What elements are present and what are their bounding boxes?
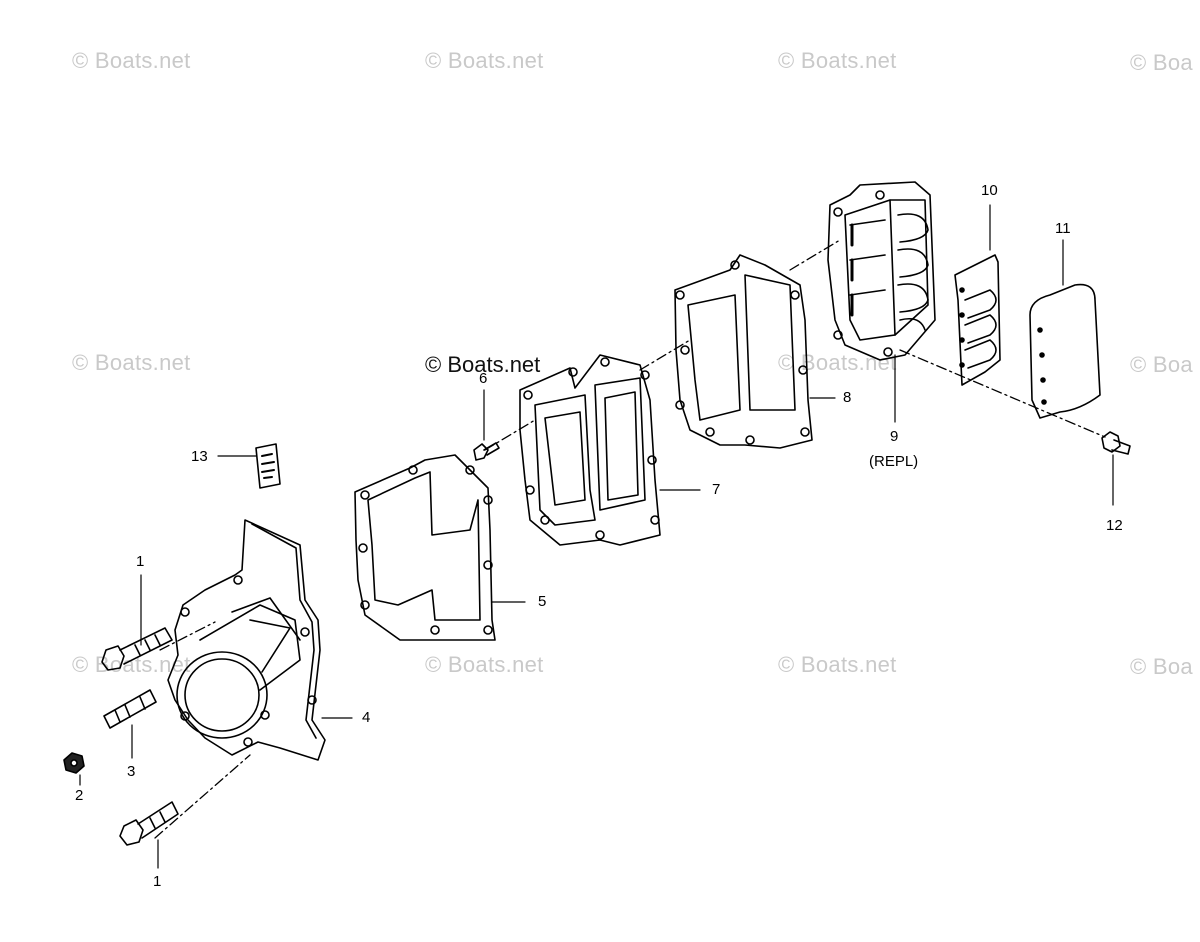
watermark: © Boats.net [778,652,897,677]
bolt-part-1-lower [119,801,179,846]
callout-2: 2 [75,787,84,804]
gasket-part-8 [674,254,813,449]
watermark: © Boa [1130,654,1193,679]
reed-stop-part-11 [1029,283,1101,419]
reed-block-part-9 [827,181,936,361]
callout-8: 8 [843,389,852,406]
assembly-axis [154,239,1106,839]
watermark: © Boats.net [778,350,897,375]
reed-plate-part-7 [519,354,661,546]
nut-part-2 [63,752,85,774]
watermark: © Boa [1130,352,1193,377]
screw-part-12 [1101,431,1131,455]
watermark-dark: © Boats.net [425,352,541,377]
callout-9: 9 [890,428,899,445]
reed-petal-part-10 [954,254,1001,386]
watermark: © Boats.net [778,48,897,73]
decal-part-13 [255,443,281,489]
callout-1-lower: 1 [153,873,162,890]
callout-10: 10 [981,182,998,199]
gasket-part-5 [354,454,496,641]
stud-part-3 [103,689,157,729]
callout-3: 3 [127,763,136,780]
callout-11: 11 [1055,220,1071,237]
callout-6: 6 [479,370,488,387]
leader-lines [79,204,1114,869]
bolt-part-1-upper [101,627,173,671]
watermark: © Boats.net [72,48,191,73]
callout-13: 13 [191,448,208,465]
callout-4: 4 [362,709,371,726]
callout-7: 7 [712,481,721,498]
adaptor-plate-part-4 [167,519,326,761]
screw-part-6 [473,442,500,461]
watermark: © Boats.net [425,48,544,73]
callout-9-note: (REPL) [869,453,919,470]
callout-5: 5 [538,593,547,610]
callout-1-upper: 1 [136,553,145,570]
watermark: © Boats.net [425,652,544,677]
callout-12: 12 [1106,517,1123,534]
watermark: © Boa [1130,50,1193,75]
watermark: © Boats.net [72,350,191,375]
